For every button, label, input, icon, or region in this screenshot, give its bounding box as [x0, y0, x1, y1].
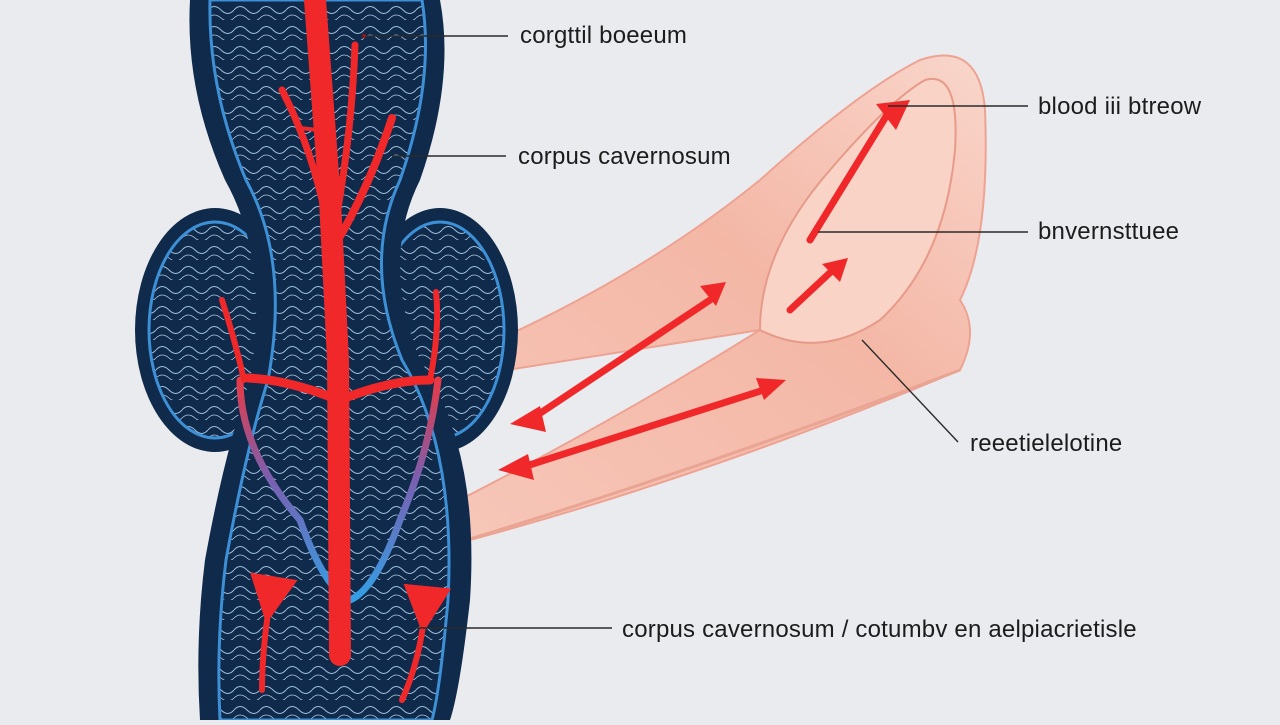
label-corpus-cavernosum-bottom: corpus cavernosum / cotumbv en aelpiacri…: [622, 616, 1137, 643]
label-bnvernsttuee: bnvernsttuee: [1038, 218, 1180, 245]
tissue-tube: [367, 54, 987, 550]
artery-tree: [219, 0, 452, 703]
leader-lines: [361, 33, 1028, 629]
label-blood-iii-btreow: blood iii btreow: [1038, 93, 1202, 120]
label-corgttil-boeeum: corgttil boeeum: [520, 22, 688, 49]
label-corpus-cavernosum: corpus cavernosum: [518, 143, 731, 170]
flow-arrows: [498, 100, 910, 480]
label-reeetielelotine: reeetielelotine: [970, 430, 1123, 457]
